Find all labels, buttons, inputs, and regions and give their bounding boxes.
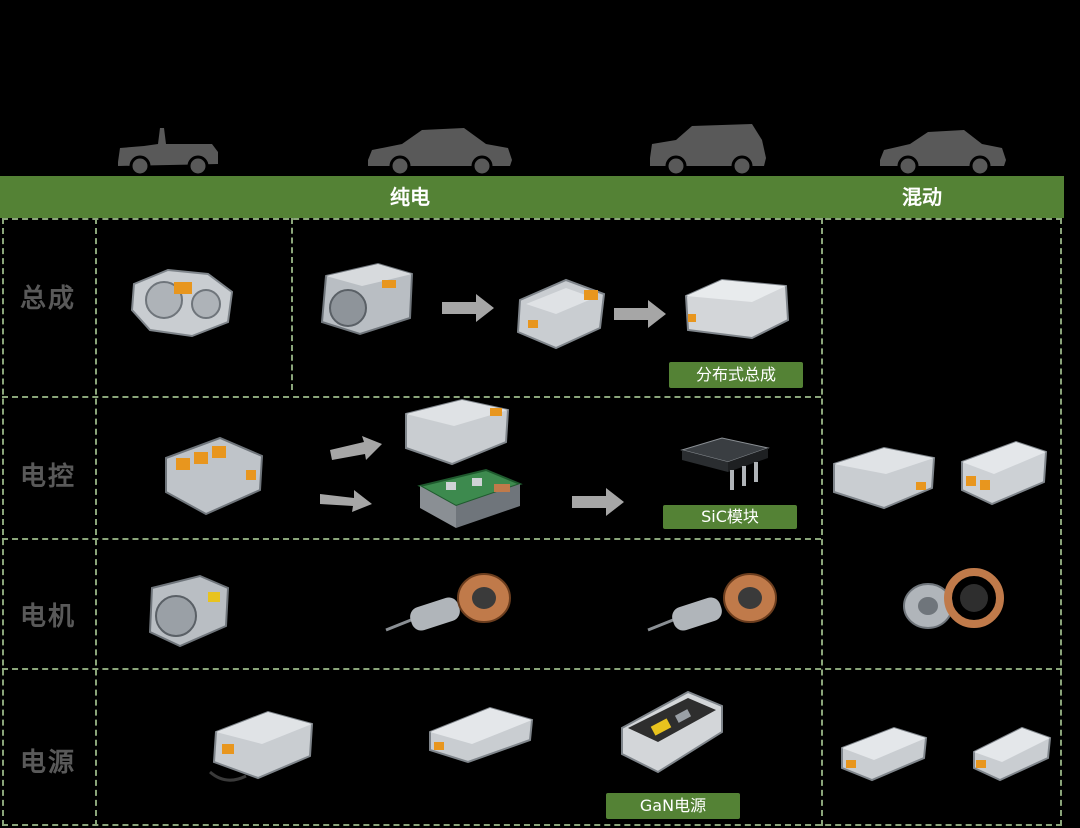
grid-divider-row-3 (2, 668, 1062, 670)
arrow-icon (442, 294, 494, 322)
row-label-power: 电源 (20, 748, 77, 778)
power-product-image-2 (429, 706, 534, 764)
grid-divider-assembly-cell (291, 218, 293, 390)
row-label-assembly: 总成 (20, 284, 77, 314)
hybrid-sedan-icon (880, 130, 1006, 177)
distributed-assembly-tag: 分布式总成 (669, 362, 803, 388)
gan-power-tag: GaN电源 (606, 793, 740, 819)
grid-divider-label-column (95, 218, 97, 826)
suv-car-icon (650, 124, 766, 177)
grid-outer-frame (2, 218, 1062, 826)
hybrid-power-image-1 (841, 726, 928, 782)
assembly-product-image-3 (516, 278, 606, 350)
pure-electric-header: 纯电 (390, 185, 430, 209)
grid-divider-row-2 (2, 538, 821, 540)
stator-rotor-image-1 (385, 573, 511, 632)
row-label-motor: 电机 (20, 602, 77, 632)
distributed-assembly-image (684, 278, 790, 340)
controller-product-image-2 (405, 398, 510, 466)
assembly-product-image-2 (320, 262, 414, 336)
sic-module-image (680, 437, 770, 490)
sic-module-tag: SiC模块 (663, 505, 797, 529)
stator-rotor-image-2 (647, 573, 777, 632)
hybrid-controller-image-2 (961, 440, 1048, 506)
arrow-icon (320, 490, 372, 512)
circuit-board-image (417, 468, 523, 528)
assembly-product-image-1 (130, 268, 234, 338)
motor-product-image-1 (148, 574, 230, 648)
arrow-icon (572, 488, 624, 516)
hybrid-motor-image (903, 568, 1004, 629)
arrow-icon (614, 300, 666, 328)
hybrid-controller-image-1 (833, 446, 936, 510)
arrow-icon (330, 436, 382, 460)
convertible-car-icon (118, 128, 218, 177)
gan-power-image (621, 690, 723, 774)
hybrid-power-image-2 (973, 726, 1052, 782)
grid-divider-hybrid-column (821, 218, 823, 826)
sedan-car-icon (368, 128, 512, 177)
row-label-controller: 电控 (20, 462, 77, 492)
grid-divider-row-1 (2, 396, 821, 398)
category-header-bar (0, 176, 1064, 218)
hybrid-header: 混动 (902, 185, 942, 209)
controller-product-image-1 (165, 436, 264, 516)
power-product-image-1 (209, 710, 314, 782)
